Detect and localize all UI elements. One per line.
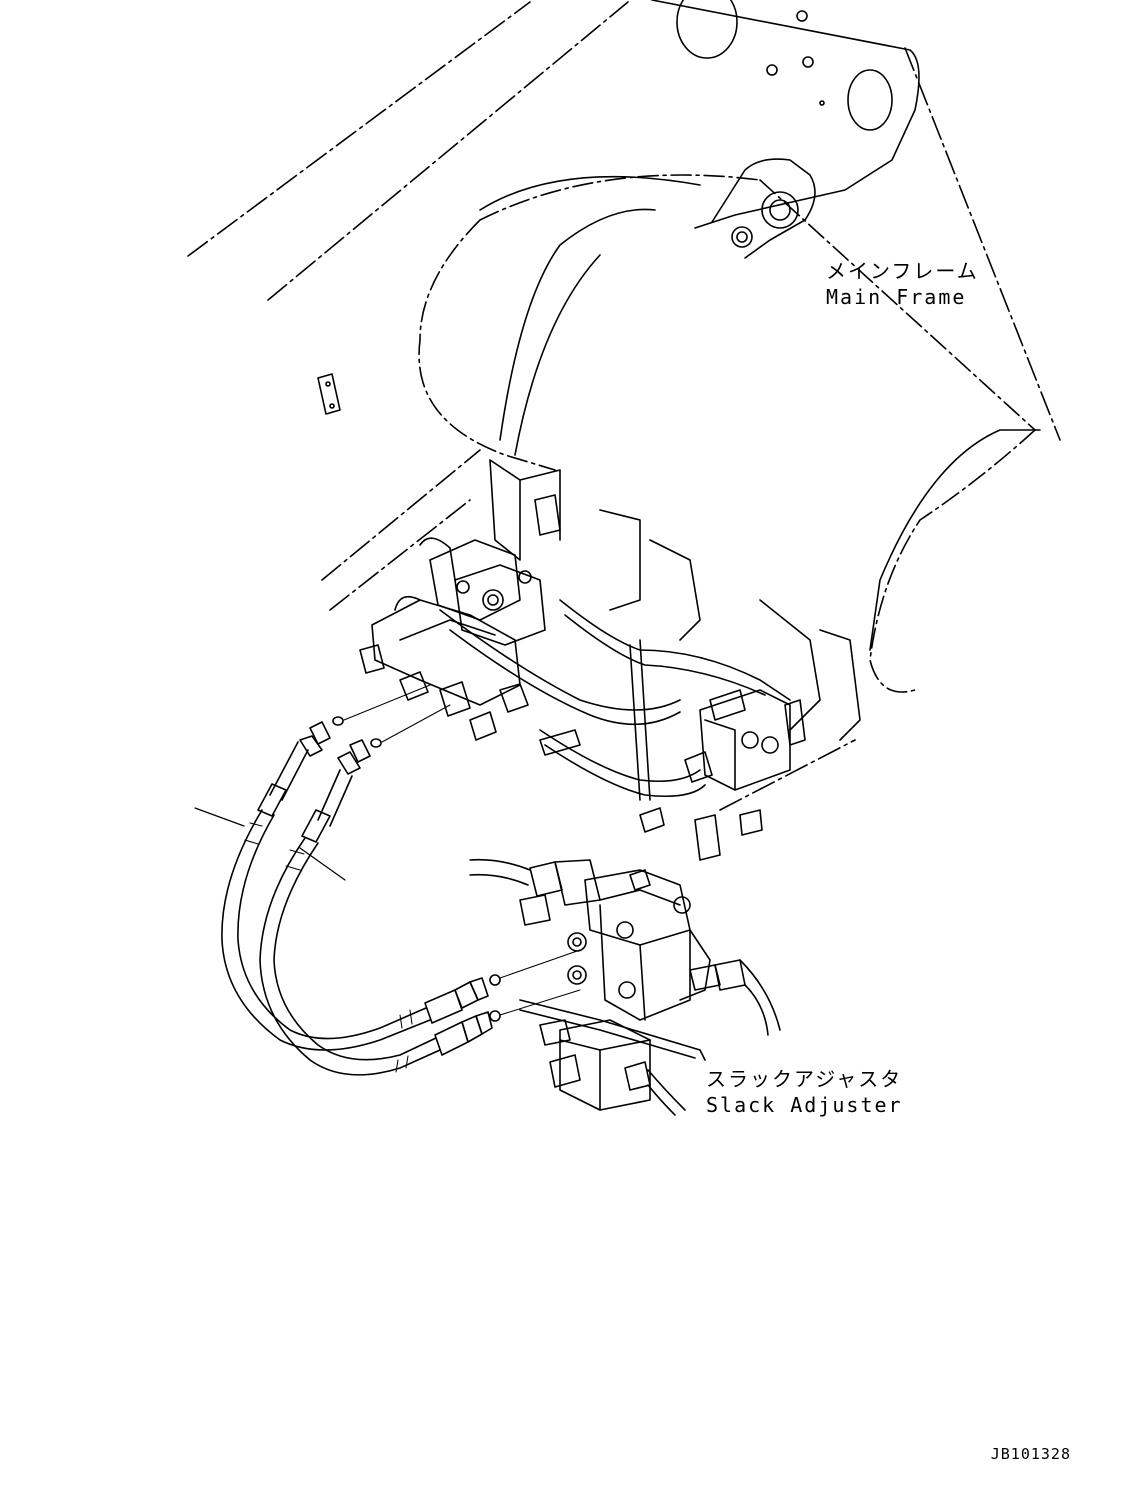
hose xyxy=(419,537,456,581)
bolt-icon xyxy=(616,921,634,939)
o-ring xyxy=(332,716,344,726)
leader-line-hose-1 xyxy=(194,807,245,827)
port-icon xyxy=(482,589,504,611)
hose xyxy=(469,873,529,886)
slack-adjuster-label-en: Slack Adjuster xyxy=(706,1093,903,1117)
bolt-icon xyxy=(618,981,636,999)
bolt-icon xyxy=(802,56,814,68)
leader-line-hose-2 xyxy=(299,847,346,881)
drawing-code: JB101328 xyxy=(990,1445,1071,1463)
bolt-icon xyxy=(518,570,532,584)
bolt-icon xyxy=(819,100,825,106)
bolt-icon xyxy=(673,896,691,914)
fitting-icon xyxy=(469,711,497,741)
hose xyxy=(449,629,681,726)
hose xyxy=(544,744,706,798)
fitting-icon xyxy=(399,671,429,701)
hose xyxy=(647,1084,676,1116)
main-frame-label-jp: メインフレーム xyxy=(826,259,979,283)
port-icon xyxy=(761,736,779,754)
pivot-pin xyxy=(761,191,799,229)
hose xyxy=(539,729,701,783)
hose-2 xyxy=(259,739,493,1076)
bolt-icon xyxy=(796,10,808,22)
fitting-icon xyxy=(499,683,529,713)
o-ring xyxy=(489,974,501,986)
hose xyxy=(559,599,791,701)
hose-1 xyxy=(221,721,489,1051)
slack-adjuster xyxy=(469,858,781,1116)
hose xyxy=(469,858,531,871)
valve-assembly-upper xyxy=(359,459,861,861)
port-icon xyxy=(567,965,587,985)
fitting-icon xyxy=(639,807,665,833)
main-frame-plate xyxy=(651,0,920,259)
slack-adjuster-label-jp: スラックアジャスタ xyxy=(706,1067,903,1091)
bolt-icon xyxy=(731,226,753,248)
fitting-icon xyxy=(684,751,713,783)
pivot-bracket xyxy=(711,158,816,259)
slack-adjuster-label: スラックアジャスタ Slack Adjuster xyxy=(706,1066,903,1118)
hose xyxy=(439,609,681,711)
o-ring xyxy=(489,1010,501,1022)
fitting-icon xyxy=(359,644,385,674)
hose xyxy=(564,614,766,696)
main-frame-label: メインフレーム Main Frame xyxy=(826,258,979,310)
bolt-icon xyxy=(456,580,470,594)
frame-hole-lower xyxy=(847,69,893,131)
main-frame xyxy=(187,1,1061,441)
track-frame-body xyxy=(317,175,1041,651)
alignment-lines xyxy=(343,684,581,1016)
main-frame-label-en: Main Frame xyxy=(826,285,967,309)
hose xyxy=(739,959,781,1031)
bolt-icon xyxy=(766,64,778,76)
o-ring xyxy=(370,738,382,748)
track-frame xyxy=(418,174,1036,693)
hose xyxy=(394,595,421,611)
bracket-plate xyxy=(317,373,341,415)
port-icon xyxy=(741,731,759,749)
frame-hole-upper xyxy=(676,0,738,59)
lower-frame xyxy=(321,449,856,811)
port-icon xyxy=(567,932,587,952)
hose xyxy=(647,1069,686,1111)
hose xyxy=(744,984,769,1036)
